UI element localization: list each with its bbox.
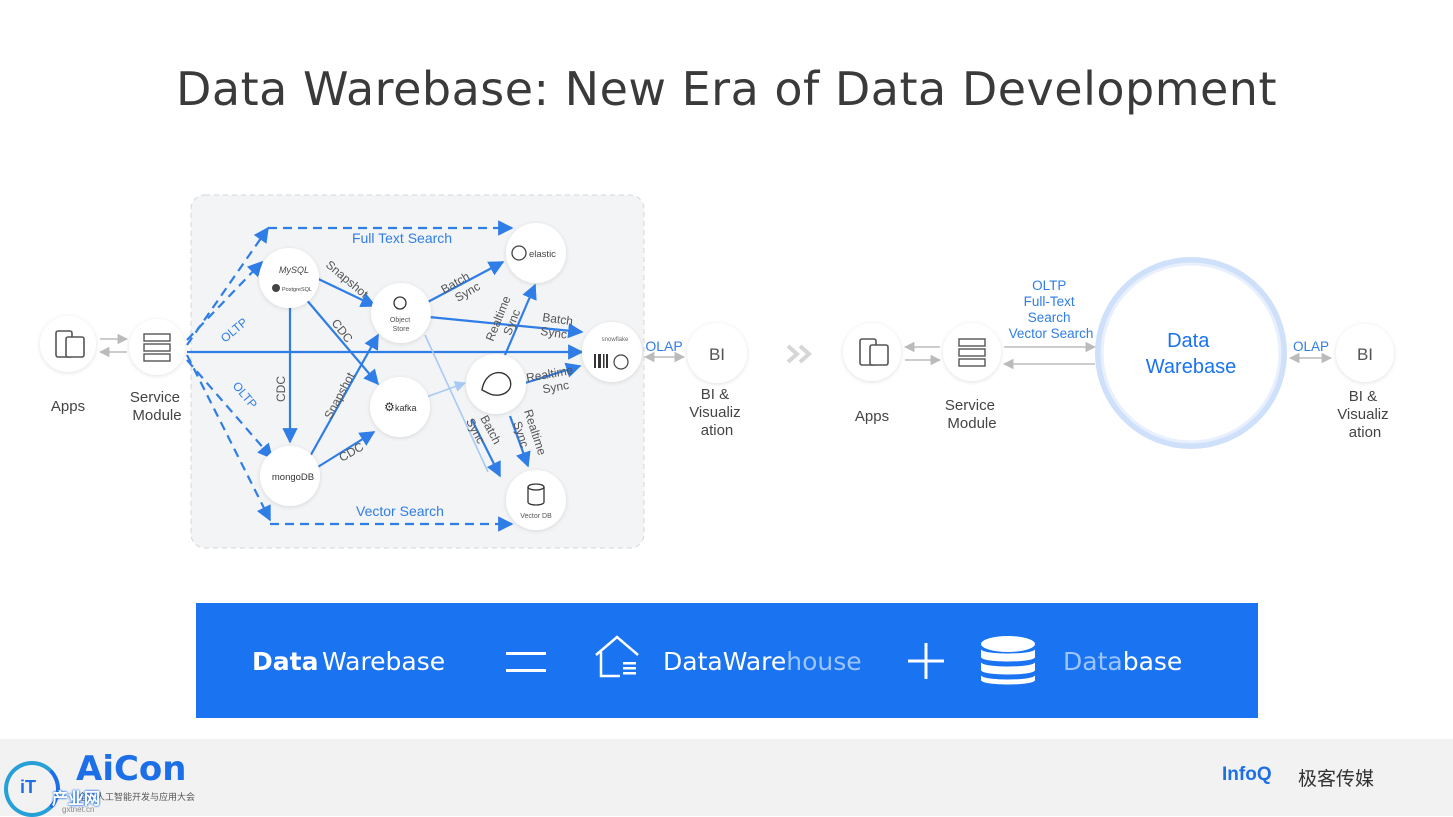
warebase-equation-banner: Data Warebase DataWarehouse Database <box>196 603 1258 718</box>
svg-text:⚙: ⚙ <box>384 400 395 414</box>
architecture-diagram: Apps Service Module MySQL <box>40 194 1394 549</box>
banner-data-word: Data <box>252 647 319 676</box>
bi-node-right: BI <box>1336 324 1394 382</box>
svg-text:Vector DB: Vector DB <box>520 513 552 520</box>
svg-text:BI: BI <box>1357 345 1373 364</box>
aicon-subtitle: 全球人工智能开发与应用大会 <box>78 792 196 802</box>
it-logo-text: iT <box>20 777 36 797</box>
database-icon <box>981 636 1035 685</box>
banner-database: Database <box>1063 647 1183 676</box>
vector-db-node: Vector DB <box>506 470 566 530</box>
plus-icon <box>908 643 944 679</box>
object-store-node: Object Store <box>371 283 431 343</box>
olap-label-left: OLAP <box>645 338 682 354</box>
mongodb-node: mongoDB <box>260 446 320 506</box>
oltp-search-label-right: OLTP Full-Text Search Vector Search <box>1009 278 1094 341</box>
full-text-search-label: Full Text Search <box>352 230 452 246</box>
page-title: Data Warebase: New Era of Data Developme… <box>176 62 1277 116</box>
banner-warebase-word: Warebase <box>322 647 446 676</box>
kafka-node: ⚙ kafka <box>370 377 430 437</box>
infoq-chinese-name: 极客传媒 <box>1298 768 1375 790</box>
service-module-label-right: Service Module <box>945 397 999 432</box>
service-module-node-left <box>129 319 185 375</box>
svg-text:Data Warebase: Data Warebase <box>1146 330 1236 378</box>
elastic-node: elastic <box>506 223 566 283</box>
data-warebase-node: Data Warebase <box>1095 257 1287 449</box>
cdc-label-2: CDC <box>274 376 288 402</box>
svg-text:PostgreSQL: PostgreSQL <box>282 287 312 293</box>
infoq-logo: InfoQ <box>1222 764 1272 785</box>
svg-text:BI: BI <box>709 345 725 364</box>
footer-bar: iT AiCon 全球人工智能开发与应用大会 产业网 gxtnet.cn Inf… <box>0 739 1453 817</box>
apps-node-left <box>40 316 96 372</box>
svg-text:mongoDB: mongoDB <box>272 472 314 483</box>
svg-text:snowflake: snowflake <box>602 337 629 343</box>
service-module-label-left: Service Module <box>130 389 184 424</box>
banner-datawarehouse: DataWarehouse <box>663 647 862 676</box>
it-logo-ring <box>4 761 60 817</box>
svg-text:elastic: elastic <box>529 249 556 260</box>
bi-node-left: BI <box>687 323 747 383</box>
transition-chevrons <box>786 344 813 364</box>
svg-text:kafka: kafka <box>395 403 417 413</box>
bi-label-right: BI & Visualiz ation <box>1337 388 1393 441</box>
equals-icon <box>506 652 546 672</box>
apps-label-right: Apps <box>855 408 889 425</box>
flink-node <box>466 354 526 414</box>
batch-sync-label-2: Batch Sync <box>540 310 578 342</box>
vector-search-label: Vector Search <box>356 503 444 519</box>
snowflake-node: snowflake <box>582 322 642 382</box>
svg-text:MySQL: MySQL <box>279 265 309 275</box>
it-watermark-text: 产业网 <box>52 791 101 808</box>
olap-label-right: OLAP <box>1293 339 1329 354</box>
apps-label-left: Apps <box>51 398 85 415</box>
svg-text:Object Store: Object Store <box>390 317 412 333</box>
mysql-postgres-node: MySQL PostgreSQL <box>259 248 319 308</box>
apps-node-right <box>843 323 901 381</box>
service-module-node-right <box>943 323 1001 381</box>
realtime-sync-label-2: Realtime Sync <box>525 362 580 398</box>
warehouse-icon <box>595 635 639 678</box>
bi-label-left: BI & Visualiz ation <box>689 386 745 439</box>
it-watermark-url: gxtnet.cn <box>62 805 95 814</box>
aicon-logo: AiCon <box>76 749 187 789</box>
